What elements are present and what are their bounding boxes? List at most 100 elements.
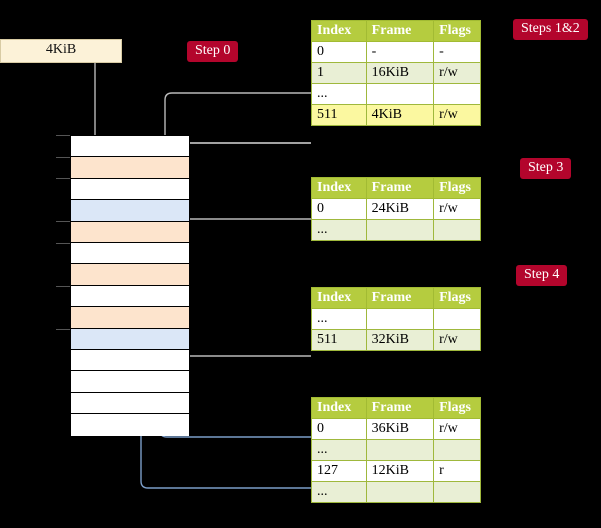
table-cell: 32KiB [365, 329, 435, 351]
table-cell [433, 308, 481, 330]
table-row: ... [311, 439, 481, 461]
column-header-flags: Flags [433, 177, 481, 199]
table-cell [365, 83, 435, 105]
badge-steps-1-2: Steps 1&2 [513, 19, 588, 40]
memory-frame-row [71, 243, 189, 265]
memory-frame-row [71, 136, 189, 158]
table-cell: r/w [433, 62, 481, 84]
memory-frame-row [71, 157, 189, 179]
column-header-frame: Frame [365, 20, 435, 42]
table-cell: - [433, 41, 481, 63]
table-cell [365, 308, 435, 330]
table-cell: r/w [433, 329, 481, 351]
memory-frame-row [71, 264, 189, 286]
column-header-index: Index [311, 177, 367, 199]
table-cell: 511 [311, 104, 367, 126]
table-cell [365, 219, 435, 241]
source-page-box: 4KiB [0, 39, 122, 63]
table-cell [433, 481, 481, 503]
source-page-label: 4KiB [45, 42, 77, 57]
column-header-flags: Flags [433, 397, 481, 419]
memory-tick [56, 221, 70, 222]
memory-tick [56, 243, 70, 244]
memory-frame-row [71, 371, 189, 393]
table-cell: 0 [311, 418, 367, 440]
memory-frame-row [71, 350, 189, 372]
table-cell: r [433, 460, 481, 482]
physical-memory-bar [70, 135, 190, 436]
table-row: ... [311, 308, 481, 330]
memory-frame-row [71, 307, 189, 329]
column-header-index: Index [311, 397, 367, 419]
table-row: ... [311, 219, 481, 241]
table-row: ... [311, 83, 481, 105]
memory-tick [56, 157, 70, 158]
table-cell: r/w [433, 418, 481, 440]
table-cell [365, 481, 435, 503]
table-cell: ... [311, 219, 367, 241]
table-row: ... [311, 481, 481, 503]
table-cell: ... [311, 83, 367, 105]
memory-frame-row [71, 328, 189, 350]
table-cell: 0 [311, 198, 367, 220]
memory-tick [56, 178, 70, 179]
memory-frame-row [71, 285, 189, 308]
column-header-index: Index [311, 287, 367, 309]
table-cell: ... [311, 308, 367, 330]
column-header-frame: Frame [365, 177, 435, 199]
table-cell: 4KiB [365, 104, 435, 126]
badge-step-0-label: Step 0 [195, 43, 231, 58]
table-cell [433, 219, 481, 241]
table-cell: 16KiB [365, 62, 435, 84]
table-cell: ... [311, 439, 367, 461]
table-cell: r/w [433, 198, 481, 220]
table-cell: 1 [311, 62, 367, 84]
badge-step-3: Step 3 [520, 158, 572, 179]
column-header-frame: Frame [365, 397, 435, 419]
table-cell: r/w [433, 104, 481, 126]
table-cell: 127 [311, 460, 367, 482]
memory-frame-row [71, 414, 189, 436]
table-cell: 0 [311, 41, 367, 63]
table-cell: 511 [311, 329, 367, 351]
badge-step-3-label: Step 3 [528, 160, 564, 175]
table-row: 0-- [311, 41, 481, 63]
table-cell [365, 439, 435, 461]
table-cell: 12KiB [365, 460, 435, 482]
table-cell [433, 83, 481, 105]
memory-tick [56, 329, 70, 330]
badge-step-0: Step 0 [187, 41, 239, 62]
column-header-frame: Frame [365, 287, 435, 309]
table-cell [433, 439, 481, 461]
memory-frame-row [71, 221, 189, 243]
memory-frame-row [71, 392, 189, 415]
column-header-flags: Flags [433, 20, 481, 42]
column-header-flags: Flags [433, 287, 481, 309]
table-cell: - [365, 41, 435, 63]
badge-steps-1-2-label: Steps 1&2 [521, 21, 580, 36]
table-cell: ... [311, 481, 367, 503]
table-cell: 24KiB [365, 198, 435, 220]
memory-frame-row [71, 200, 189, 222]
column-header-index: Index [311, 20, 367, 42]
memory-frame-row [71, 178, 189, 201]
table-cell: 36KiB [365, 418, 435, 440]
memory-tick [56, 286, 70, 287]
badge-step-4: Step 4 [516, 265, 568, 286]
memory-tick [56, 135, 70, 136]
